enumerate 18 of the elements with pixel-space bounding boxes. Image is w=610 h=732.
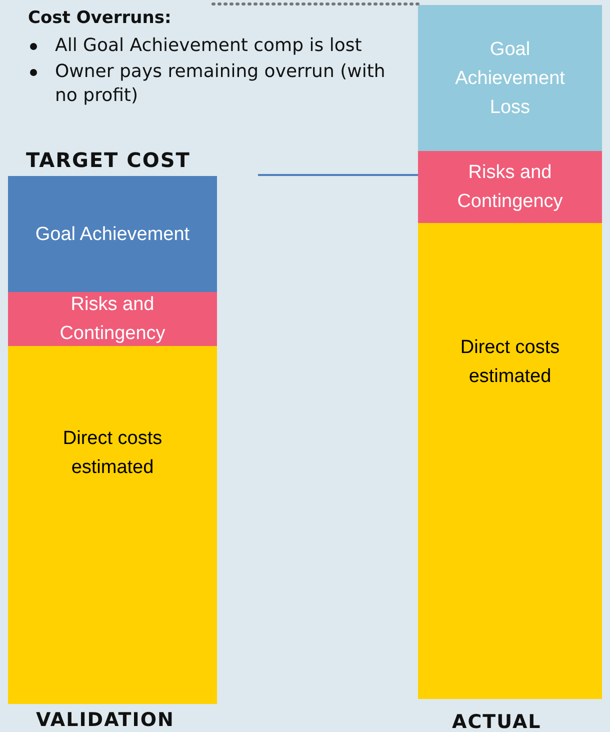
bar-segment [8,346,217,704]
category-label: VALIDATION [36,708,174,732]
bar-segment [8,176,217,292]
segment-label: Direct costs estimated [459,336,561,389]
segment-label: Risks and Contingency [456,161,564,214]
segment-label: Goal Achievement Loss [454,38,566,120]
heading: Cost Overruns: [28,7,172,30]
axis-label: TARGET COST [26,148,190,172]
bullet-item: Owner pays remaining overrun (with no profit) [55,60,386,108]
bar-segment [418,223,602,699]
bar-segment [8,292,217,346]
category-label: ACTUAL [452,710,542,732]
bullet-item: All Goal Achievement comp is lost [55,34,362,58]
segment-label: Goal Achievement [35,222,190,246]
segment-label: Direct costs estimated [62,427,164,480]
segment-label: Risks and Contingency [58,293,166,346]
bar-segment [418,5,602,151]
bar-segment [418,151,602,223]
